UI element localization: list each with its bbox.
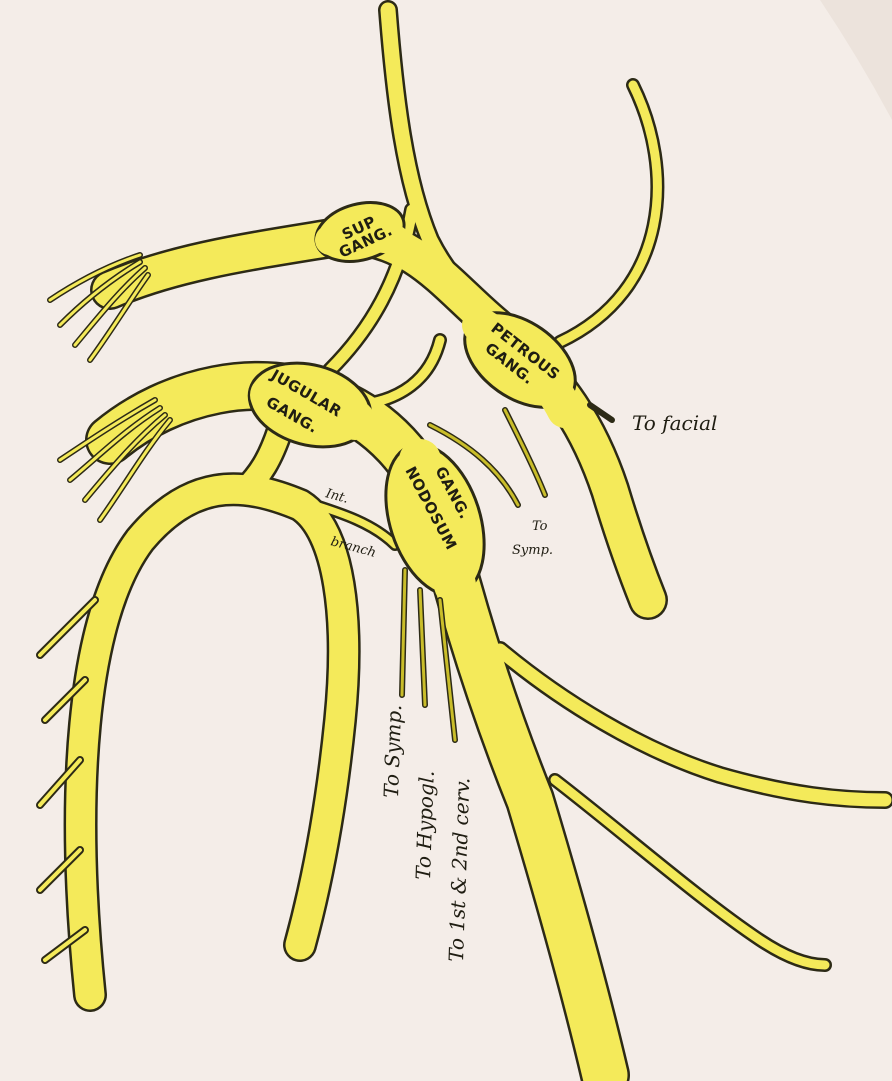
branch-labels: To facial To Symp. Int. branch To Symp. …	[323, 411, 717, 962]
label-to-symp-right-line1: To	[532, 519, 548, 534]
background-shade	[820, 0, 892, 120]
label-to-symp-lower: To Symp.	[379, 704, 406, 798]
label-to-symp-right-line2: Symp.	[512, 543, 553, 558]
label-to-facial: To facial	[632, 411, 717, 435]
label-to-cervical: To 1st & 2nd cerv.	[444, 777, 474, 962]
label-to-hypogl: To Hypogl.	[411, 770, 439, 880]
